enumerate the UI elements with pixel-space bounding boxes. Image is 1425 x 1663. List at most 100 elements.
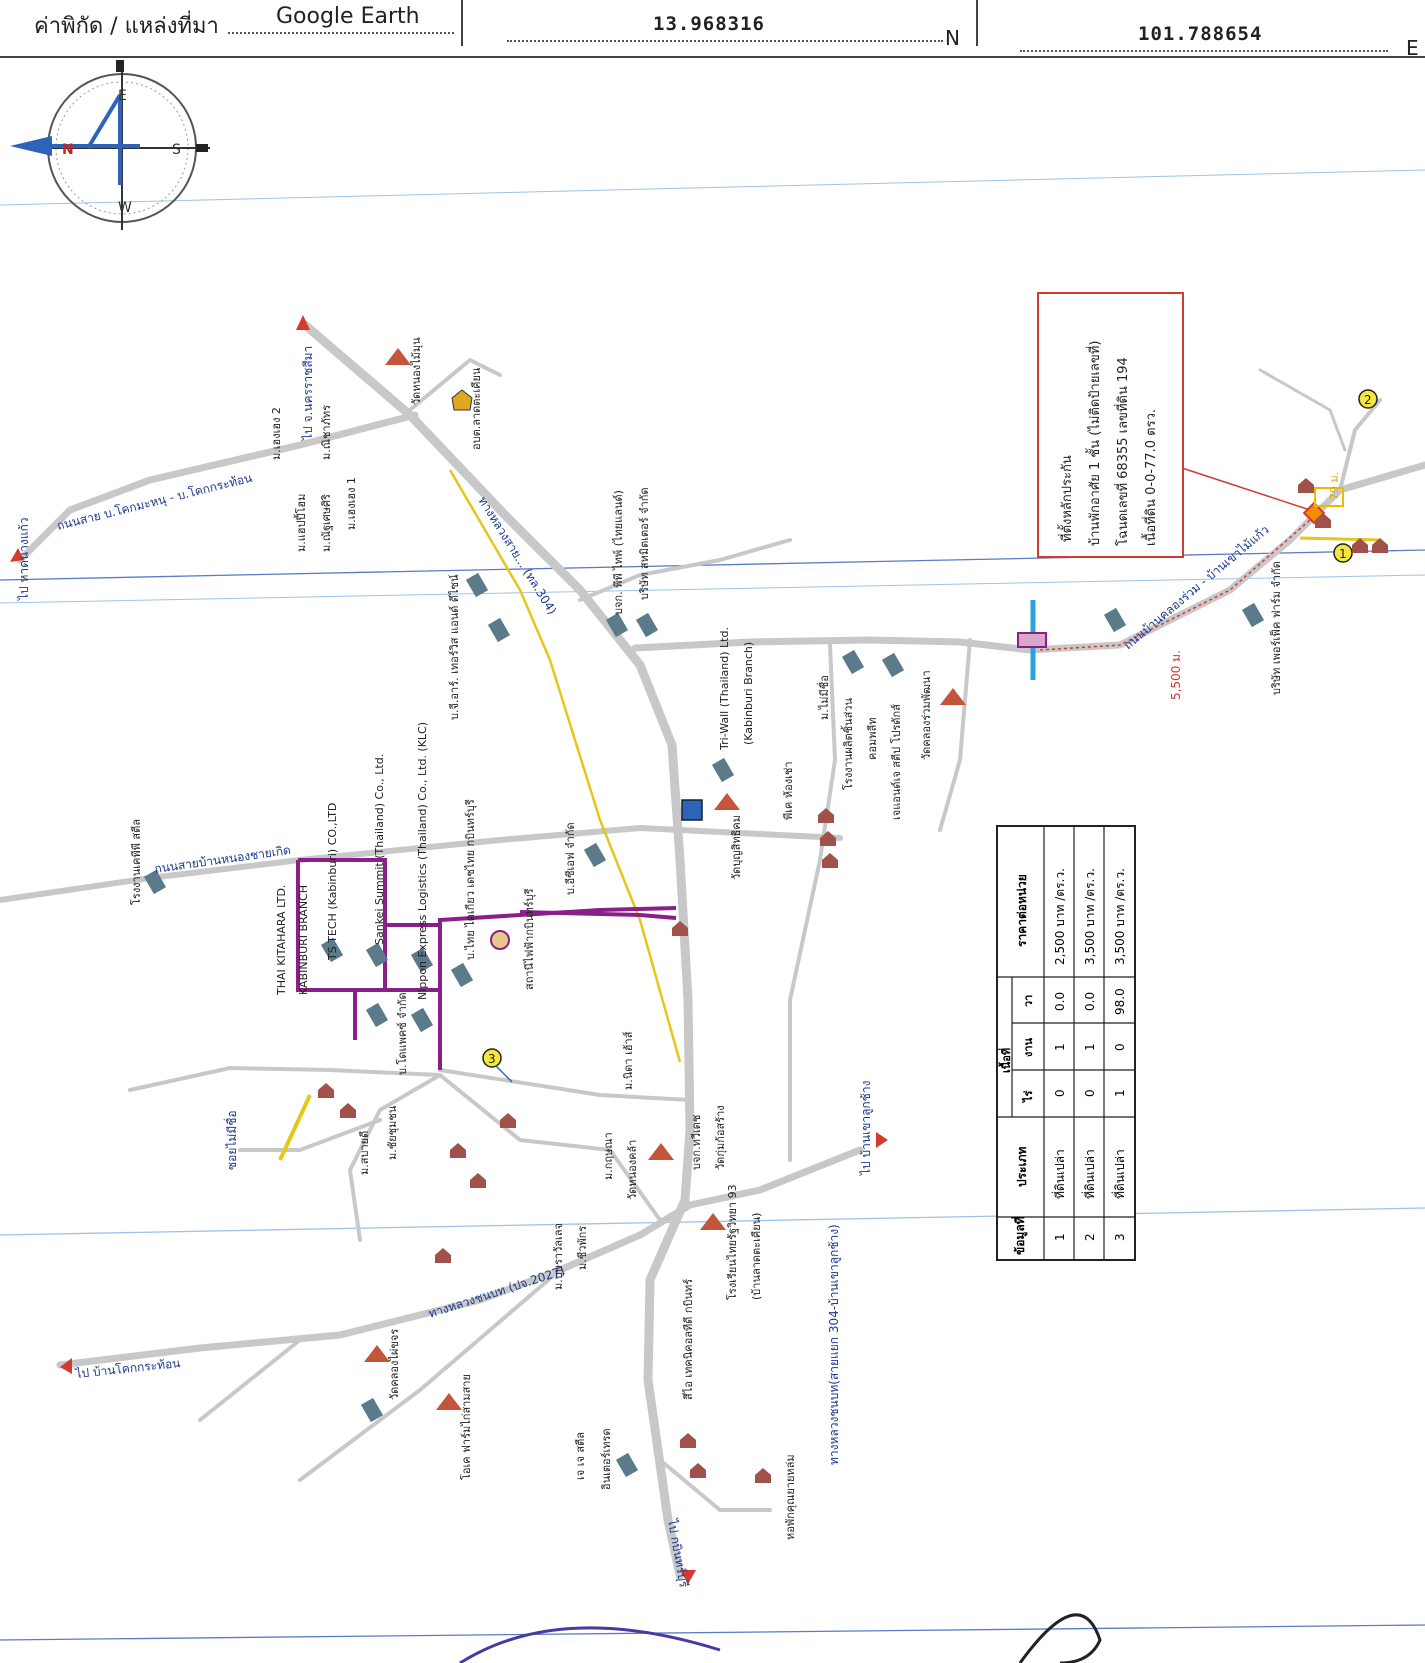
temple-icon bbox=[648, 1143, 674, 1160]
house-icon bbox=[340, 1103, 356, 1118]
label-nippon: Nippon Express Logistics (Thailand) Co.,… bbox=[416, 722, 429, 1000]
house-icon bbox=[818, 808, 834, 823]
row2-no: 2 bbox=[1083, 1233, 1097, 1241]
road-network bbox=[0, 320, 1425, 1580]
factory-icon bbox=[1103, 607, 1127, 633]
label-distance-2: 79 ม. bbox=[1328, 472, 1341, 500]
row3-no: 3 bbox=[1113, 1233, 1127, 1241]
row1-rai: 0 bbox=[1053, 1089, 1067, 1097]
guide-line bbox=[0, 1624, 1425, 1641]
factory-icon bbox=[841, 649, 865, 675]
factory-icon bbox=[711, 757, 735, 783]
th-wa: วา bbox=[1022, 995, 1035, 1007]
road-branch bbox=[198, 1338, 302, 1422]
factory-icon bbox=[605, 612, 629, 638]
road-branch bbox=[1338, 398, 1382, 492]
yellow-boundary-line bbox=[1299, 536, 1381, 542]
factory-icon bbox=[143, 869, 167, 895]
source-value: Google Earth bbox=[276, 4, 420, 29]
property-info-box: ที่ตั้งหลักประกัน บ้านพักอาศัย 1 ชั้น (ไ… bbox=[1037, 292, 1184, 558]
label-road-pj2027: ทางหลวงชนบท (ปจ.2027) bbox=[427, 1264, 567, 1321]
road-branch bbox=[128, 1066, 442, 1092]
factory-icon bbox=[365, 1002, 389, 1028]
row3-price: 3,500 บาท /ตร.ว. bbox=[1113, 868, 1127, 965]
row2-wa: 0.0 bbox=[1083, 992, 1097, 1011]
road-pj2027 bbox=[56, 1146, 864, 1369]
arrow-icon bbox=[680, 1570, 696, 1584]
comparable-marker-1: 1 bbox=[1333, 543, 1353, 563]
lon-dotted-line bbox=[1020, 50, 1388, 52]
government-icon bbox=[451, 389, 473, 411]
source-cell: ค่าพิกัด / แหล่งที่มา Google Earth bbox=[0, 0, 462, 56]
row1-no: 1 bbox=[1053, 1233, 1067, 1241]
compass-e: E bbox=[118, 88, 127, 104]
label-m-sengseng2: ม.เฮงเฮง 2 bbox=[270, 407, 283, 460]
arrow-icon bbox=[60, 1358, 72, 1374]
temple-icons bbox=[364, 348, 966, 1410]
latitude-suffix: N bbox=[945, 26, 960, 50]
property-boundary bbox=[1314, 487, 1344, 507]
factory-icon bbox=[410, 1007, 434, 1033]
bridge-icon bbox=[1017, 632, 1047, 648]
house-icon bbox=[820, 831, 836, 846]
row3-ngan: 0 bbox=[1113, 1043, 1127, 1051]
coordinate-header: ค่าพิกัด / แหล่งที่มา Google Earth 13.96… bbox=[0, 0, 1425, 60]
label-soi: ซอยไม่มีชื่อ bbox=[223, 1110, 239, 1170]
callout-line bbox=[1181, 467, 1311, 511]
label-school: โรงเรียนไทยรัฐวิทยา 93 bbox=[725, 1184, 739, 1300]
label-siam-steel: เจ เจ สตีล bbox=[574, 1432, 587, 1480]
label-m-kritsana: ม.กฤษณา bbox=[602, 1132, 615, 1180]
house-icon bbox=[672, 921, 688, 936]
temple-icon bbox=[940, 688, 966, 705]
marker-3-label: 3 bbox=[488, 1052, 496, 1066]
house-icon bbox=[1298, 478, 1314, 493]
label-school-sub: (บ้านลาดตะเคียน) bbox=[750, 1213, 763, 1300]
row3-rai: 1 bbox=[1113, 1089, 1127, 1097]
factory-icon bbox=[583, 842, 607, 868]
label-one-steel: โรงงานเคพีพี สตีล bbox=[129, 819, 143, 905]
compass-s: S bbox=[172, 142, 181, 158]
house-icon bbox=[435, 1248, 451, 1263]
row1-price: 2,500 บาท /ตร.ว. bbox=[1053, 868, 1067, 965]
label-to-hat: ไป หาดนางแก้ว bbox=[17, 518, 31, 601]
row1-type: ที่ดินเปล่า bbox=[1051, 1149, 1067, 1199]
source-dotted-line bbox=[228, 32, 454, 34]
arrow-icon bbox=[296, 315, 310, 330]
signature-stroke bbox=[1018, 1613, 1102, 1663]
house-icon bbox=[822, 853, 838, 868]
label-dorm: หอพักคุณยายหล่ม bbox=[784, 1454, 797, 1540]
label-m-cheewaphak: ม.ชีวพักร bbox=[576, 1226, 589, 1270]
row3-type: ที่ดินเปล่า bbox=[1111, 1149, 1127, 1199]
arrow-icon bbox=[10, 548, 24, 562]
label-m-naritcha: ม.ณิชาภัทร bbox=[320, 405, 333, 460]
label-sanmit: บริษัท สหมิตเตอร์ จำกัด bbox=[638, 487, 651, 600]
label-substation: สถานีไฟฟ้ากบินทร์บุรี bbox=[523, 888, 536, 990]
th-type: ประเภท bbox=[1015, 1146, 1029, 1187]
label-triwall: Tri-Wall (Thailand) Ltd. bbox=[718, 627, 731, 751]
label-wat-kho-sang: วัดกุ่มก้อสร้าง bbox=[714, 1105, 727, 1170]
location-map: N E S W bbox=[0, 60, 1425, 1663]
temple-icon bbox=[385, 348, 411, 365]
label-gr-design: บ.จี.อาร์. เทอร์วิส แอนด์ ดีไซน์ bbox=[448, 574, 461, 720]
label-m-happy: ม.แฮปปี้โฮม bbox=[293, 494, 308, 552]
factory-icon bbox=[615, 1452, 639, 1478]
label-dowell: บ.โดแพคซ์ จำกัด bbox=[395, 992, 409, 1075]
label-petrufield: บริษัท เพอร์เฟ็ค ฟาร์ม จำกัด bbox=[1269, 561, 1283, 695]
header-separator-1 bbox=[461, 0, 463, 46]
row2-price: 3,500 บาท /ตร.ว. bbox=[1083, 868, 1097, 965]
guide-line bbox=[0, 574, 1425, 604]
compass-w: W bbox=[118, 200, 132, 216]
label-m-nutsiri: ม.ณัฐเศษศิริ bbox=[320, 494, 333, 552]
label-wat-khlong-ruam: วัดคลองร่วมพัฒนา bbox=[920, 670, 933, 760]
house-icon bbox=[1352, 538, 1368, 553]
label-wat-khok-phai: วัดคลองไผ่ขจร bbox=[388, 1329, 401, 1400]
road-khok-kra-thon bbox=[16, 411, 419, 564]
house-icon bbox=[680, 1433, 696, 1448]
th-rai: ไร่ bbox=[1021, 1090, 1035, 1104]
longitude-value: 101.788654 bbox=[1138, 23, 1263, 45]
label-to-khao: ไป บ้านเขาลูกช้าง bbox=[859, 1081, 874, 1176]
substation-icon bbox=[490, 930, 510, 950]
label-pe-hong-chao: พีเค ห้องเช่า bbox=[782, 762, 795, 821]
north-arrow-icon bbox=[10, 136, 52, 156]
label-wat-boon: วัดบุญสิทธิคม bbox=[730, 815, 743, 880]
